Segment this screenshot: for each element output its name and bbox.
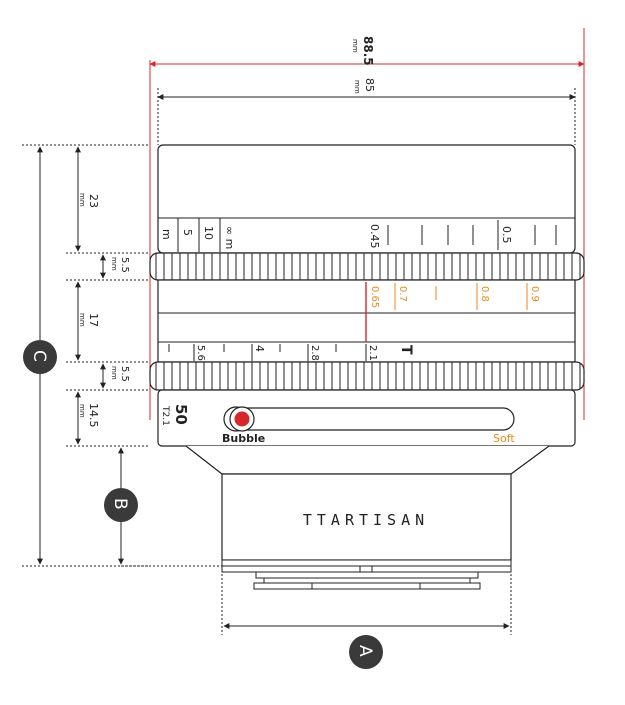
marker-a: A	[355, 645, 375, 657]
bokeh-label-07: 0.7	[397, 286, 408, 302]
rear-section-unit: mm	[78, 404, 86, 418]
switch-label-soft: Soft	[493, 432, 515, 445]
aperture-label-4: 4	[253, 345, 266, 352]
focus-ring-value: 5.5	[119, 257, 130, 273]
overall-length-dimension: C	[23, 146, 57, 565]
lens-taper	[185, 445, 550, 475]
focus-ring-dimension: 5.5 mm	[100, 254, 130, 279]
switch-track	[225, 407, 515, 431]
rear-section-dimension: 14.5 mm	[75, 391, 100, 445]
switch-label-bubble: Bubble	[222, 432, 265, 445]
aperture-ring-value: 5.5	[119, 366, 130, 382]
switch-red-dot	[234, 411, 250, 427]
bokeh-label-08: 0.8	[479, 286, 490, 302]
total-width-dimension: 88.5 mm	[149, 28, 585, 420]
brand-name: TTARTISAN	[303, 511, 429, 529]
bokeh-label-09: 0.9	[529, 286, 540, 302]
aperture-label-28: 2.8	[309, 345, 320, 361]
distance-label-inf: ∞ m	[223, 226, 236, 249]
mount-diameter-dimension: A	[221, 570, 512, 669]
focus-ring-unit: mm	[110, 257, 118, 271]
aperture-ring[interactable]	[149, 361, 585, 391]
aperture-label-t: T	[398, 345, 414, 355]
front-section-unit: mm	[78, 193, 86, 207]
mount-length-dimension: B	[104, 447, 222, 567]
total-width-value: 88.5	[361, 36, 375, 66]
distance-scale: m 5 10 ∞ m 0.45 0.5	[160, 218, 557, 252]
aperture-label-56: 5.6	[195, 345, 206, 361]
bokeh-scale: 0.65 0.7 0.8 0.9	[369, 283, 540, 310]
lens-mount-barrel	[221, 473, 512, 561]
aperture-scale: 5.6 4 2.8 2.1 T	[168, 344, 414, 361]
aperture-ring-dimension: 5.5 mm	[100, 363, 130, 389]
marker-c: C	[29, 350, 49, 362]
bubble-soft-switch[interactable]	[223, 406, 515, 432]
distance-label-5: 5	[181, 229, 194, 236]
front-section-dimension: 23 mm	[75, 146, 100, 252]
aperture-ring-unit: mm	[110, 366, 118, 380]
front-section-value: 23	[87, 194, 100, 208]
body-width-dimension: 85 mm	[157, 78, 576, 145]
lens-mount-flange	[221, 559, 512, 590]
t-stop: T2.1	[160, 405, 170, 426]
distance-label-05: 0.5	[500, 226, 513, 244]
height-dimension-ticks	[22, 144, 150, 567]
focal-length: 50	[172, 404, 190, 425]
distance-label-045: 0.45	[368, 224, 381, 249]
middle-section-dimension: 17 mm	[75, 281, 100, 361]
distance-label-m: m	[160, 229, 173, 240]
marker-b: B	[110, 498, 130, 510]
middle-section-value: 17	[87, 313, 100, 327]
rear-section-value: 14.5	[87, 403, 100, 428]
focus-ring[interactable]	[149, 252, 585, 281]
aperture-label-21: 2.1	[367, 345, 378, 361]
body-width-value: 85	[363, 78, 376, 92]
distance-label-10: 10	[202, 226, 215, 240]
body-width-unit: mm	[353, 80, 361, 94]
total-width-unit: mm	[351, 39, 359, 53]
middle-section-unit: mm	[78, 313, 86, 327]
bokeh-label-065: 0.65	[369, 286, 380, 308]
